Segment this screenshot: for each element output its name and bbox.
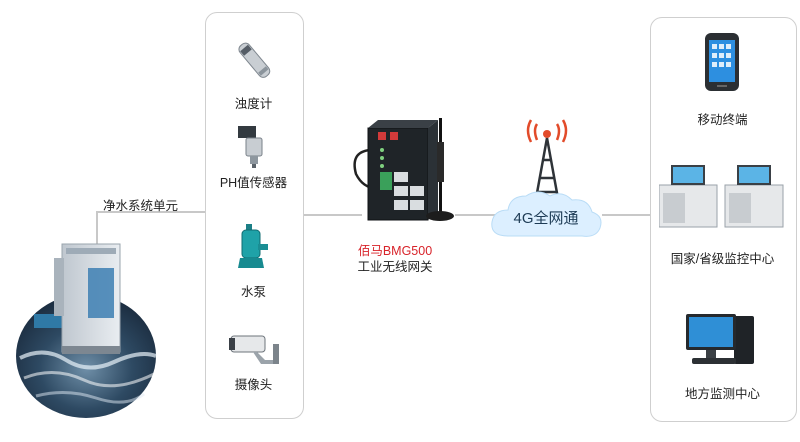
connector-cloud-terminals bbox=[602, 214, 650, 216]
terminal-label-mobile: 移动终端 bbox=[697, 113, 748, 127]
terminal-label-local: 地方监测中心 bbox=[684, 387, 760, 401]
water-pump-icon bbox=[232, 222, 272, 277]
sensor-label-ph: PH值传感器 bbox=[219, 176, 288, 190]
mobile-phone-icon bbox=[703, 32, 741, 97]
camera-icon bbox=[227, 330, 281, 371]
gateway-type: 工业无线网关 bbox=[357, 260, 433, 274]
cloud-label: 4G全网通 bbox=[513, 210, 579, 227]
sensor-label-turbidity: 浊度计 bbox=[234, 97, 273, 111]
monitoring-center-icon bbox=[658, 163, 787, 234]
connector-gateway-cloud bbox=[455, 214, 495, 216]
router-device-image bbox=[340, 112, 460, 232]
connector-left-horizontal bbox=[96, 211, 206, 213]
unit-label: 净水系统单元 bbox=[103, 199, 179, 213]
water-purification-unit-image bbox=[14, 238, 164, 418]
turbidity-meter-icon bbox=[232, 38, 278, 89]
ph-sensor-icon bbox=[234, 124, 274, 173]
terminal-label-national: 国家/省级监控中心 bbox=[670, 252, 775, 266]
sensor-label-camera: 摄像头 bbox=[234, 378, 273, 392]
connector-left-vertical bbox=[96, 211, 98, 251]
desktop-computer-icon bbox=[682, 312, 758, 373]
sensor-label-pump: 水泵 bbox=[240, 285, 266, 299]
cell-tower-icon bbox=[515, 118, 579, 211]
connector-sensors-gateway bbox=[302, 214, 362, 216]
cloud-shape bbox=[488, 186, 604, 247]
gateway-model: 佰马BMG500 bbox=[357, 244, 433, 258]
